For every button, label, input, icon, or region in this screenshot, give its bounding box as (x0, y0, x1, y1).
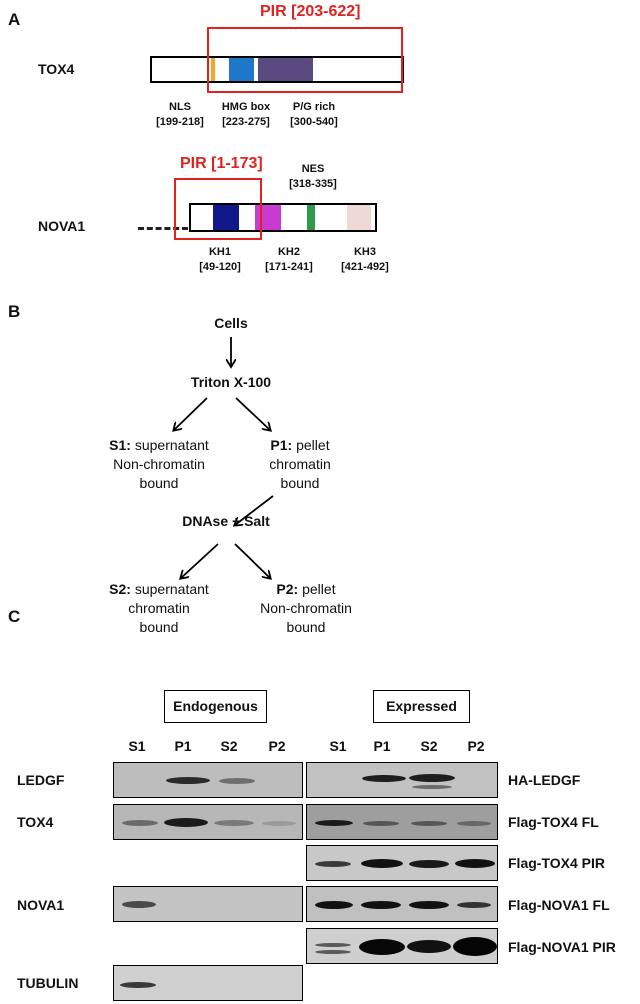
blot-flag-nova1-fl (306, 886, 498, 922)
row-label-flag-nova1-fl: Flag-NOVA1 FL (508, 897, 610, 913)
flowchart-arrows (0, 337, 274, 700)
blot-flag-tox4-fl (306, 804, 498, 840)
nova1-bar (189, 203, 377, 232)
tox4-nls-label: NLS[199-218] (156, 101, 204, 128)
nova1-kh3-label: KH3[421-492] (341, 246, 389, 273)
lane-left-p1: P1 (174, 738, 192, 754)
arrow-triton-s1 (174, 397, 208, 430)
nova1-name: NOVA1 (38, 218, 86, 234)
flow-cells: Cells (214, 315, 248, 331)
tox4-pir-box (207, 27, 403, 93)
blot-tox4 (113, 804, 303, 840)
nova1-pir-label: PIR [1-173] (180, 155, 263, 172)
panel-a-letter: A (8, 10, 21, 29)
flow-p2: P2: pellet Non-chromatin bound (260, 581, 352, 635)
flow-p1: P1: pellet chromatin bound (269, 437, 331, 491)
tox4-bar (150, 56, 404, 83)
row-label-ledgf: LEDGF (17, 772, 65, 788)
row-label-flag-nova1-pir: Flag-NOVA1 PIR (508, 939, 616, 955)
row-label-tox4: TOX4 (17, 814, 54, 830)
tox4-pg-label: P/G rich[300-540] (290, 101, 338, 128)
row-label-flag-tox4-pir: Flag-TOX4 PIR (508, 855, 605, 871)
nova1-kh2-label: KH2[171-241] (265, 246, 313, 273)
blot-flag-nova1-pir (306, 928, 498, 964)
row-label-tubulin: TUBULIN (17, 975, 79, 991)
blot-flag-tox4-pir (306, 845, 498, 881)
nova1-kh1-label: KH1[49-120] (199, 246, 241, 273)
arrow-dnase-p2 (234, 543, 270, 578)
endogenous-title: Endogenous (164, 690, 267, 723)
arrow-p1-dnase (235, 495, 274, 525)
tox4-hmg-label: HMG box[223-275] (221, 101, 271, 128)
lane-right-p2: P2 (467, 738, 485, 754)
row-label-nova1: NOVA1 (17, 897, 65, 913)
nova1-nes-label: NES[318-335] (289, 163, 337, 190)
nova1-nes-segment (307, 205, 315, 230)
panel-c-letter: C (8, 607, 21, 626)
flow-s2: S2: supernatant chromatin bound (109, 581, 209, 635)
blot-ledgf (113, 762, 303, 798)
nova1-pir-box (174, 178, 262, 240)
nova1-kh2-segment (255, 205, 281, 230)
lane-left-p2: P2 (268, 738, 286, 754)
expressed-title: Expressed (373, 690, 470, 723)
lane-right-s2: S2 (420, 738, 438, 754)
lane-right-p1: P1 (373, 738, 391, 754)
arrow-dnase-s2 (181, 543, 219, 578)
row-label-ha-ledgf: HA-LEDGF (508, 772, 581, 788)
lane-right-s1: S1 (329, 738, 347, 754)
flow-s1: S1: supernatant Non-chromatin bound (109, 437, 209, 491)
arrow-triton-p1 (235, 397, 270, 430)
blot-nova1 (113, 886, 303, 922)
row-label-flag-tox4-fl: Flag-TOX4 FL (508, 814, 599, 830)
nova1-kh1-segment (213, 205, 239, 230)
tox4-pir-label: PIR [203-622] (260, 3, 361, 20)
tox4-nls-segment (211, 58, 215, 81)
blot-tubulin (113, 965, 303, 1001)
flow-dnase: DNAse + Salt (182, 513, 270, 529)
lane-left-s1: S1 (128, 738, 146, 754)
nova1-kh3-segment (347, 205, 371, 230)
nova1-dashed-line (138, 227, 188, 230)
tox4-pg-segment (258, 58, 313, 81)
blot-ha-ledgf (306, 762, 498, 798)
panel-b-letter: B (8, 302, 21, 321)
flow-triton: Triton X-100 (190, 374, 272, 390)
lane-left-s2: S2 (220, 738, 238, 754)
tox4-hmg-segment (229, 58, 254, 81)
tox4-name: TOX4 (38, 61, 75, 77)
